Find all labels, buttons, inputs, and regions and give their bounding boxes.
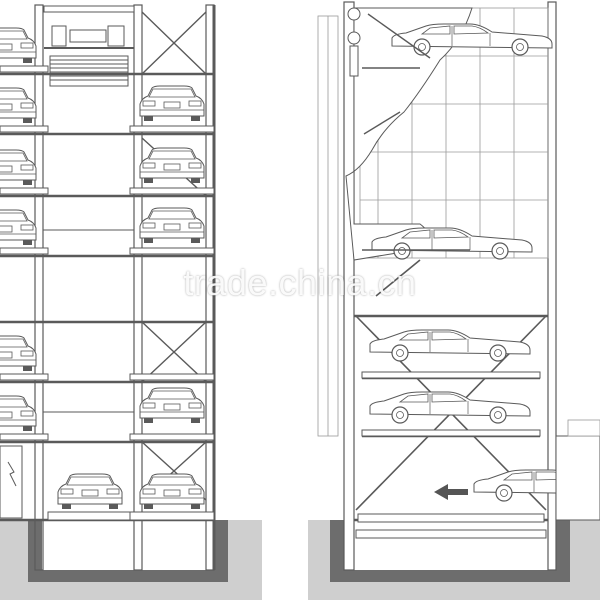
car-rear-icon [57,85,205,510]
drive-motor-icon [43,5,135,49]
steel-columns-left [34,4,216,571]
steel-columns-right [343,1,557,571]
entrance-wall [555,435,600,521]
pallets-left [0,65,215,521]
right-tower [308,1,600,600]
pallets-right [355,371,547,539]
control-cabinet [0,445,23,519]
floor-beams-left [0,72,214,522]
left-tower [0,4,262,600]
arrow-left-icon [434,484,468,500]
car-rear-icon [0,27,37,432]
hoist-sheave [347,7,361,77]
vent-grille [49,55,129,87]
facade-glazing [317,15,339,437]
